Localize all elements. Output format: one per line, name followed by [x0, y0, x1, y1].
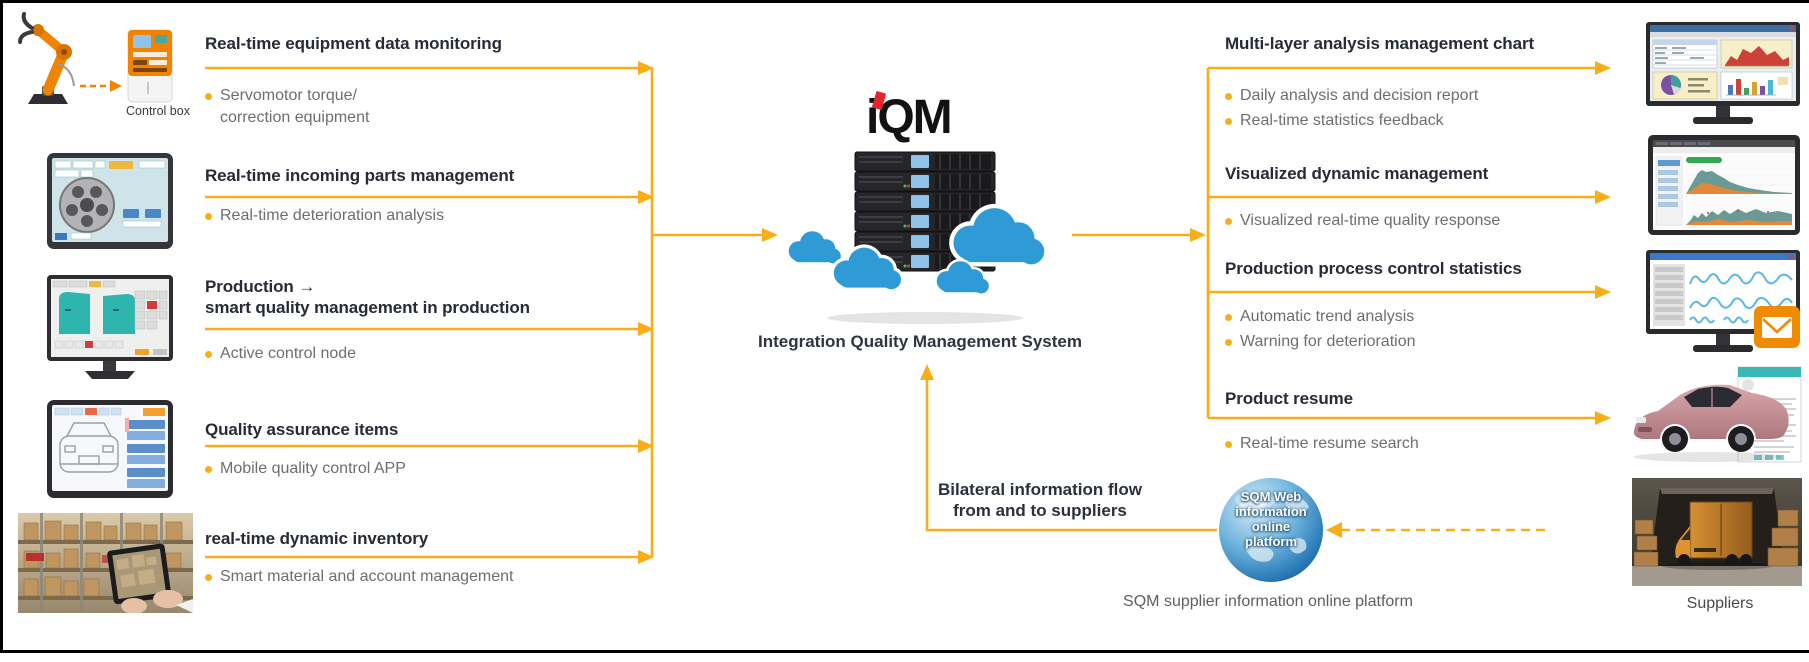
- bullet-dot-icon: [1225, 339, 1232, 346]
- warehouse-photo-image: [18, 513, 193, 613]
- page-border-left: [0, 0, 3, 653]
- left-item-title-5: real-time dynamic inventory: [205, 529, 429, 548]
- bullet-text: Visualized real-time quality response: [1240, 212, 1501, 229]
- door-inspection-monitor-image: [47, 275, 173, 387]
- arrowhead: [1595, 190, 1611, 204]
- bullet-text: Real-time resume search: [1240, 435, 1419, 452]
- left-item-title-2: Real-time incoming parts management: [205, 166, 515, 185]
- right-item-bullet: Warning for deterioration: [1225, 331, 1595, 353]
- bullet-text: Active control node: [220, 345, 357, 362]
- bullet-text: Smart material and account management: [220, 568, 514, 585]
- iqm-system-caption: Integration Quality Management System: [757, 332, 1082, 351]
- bullet-dot-icon: [1225, 441, 1232, 448]
- bilateral-path: [925, 378, 1217, 532]
- bullet-text: Daily analysis and decision report: [1240, 87, 1479, 104]
- bullet-text: Real-time statistics feedback: [1240, 112, 1444, 129]
- arrowhead-up: [920, 364, 934, 380]
- bullet-text: Mobile quality control APP: [220, 460, 406, 477]
- arrowhead: [638, 550, 654, 564]
- sqm-platform-caption: SQM supplier information online platform: [1123, 593, 1413, 610]
- arrowhead: [638, 190, 654, 204]
- right-item-title-2: Visualized dynamic management: [1225, 164, 1489, 183]
- bullet-text: Warning for deterioration: [1240, 333, 1416, 350]
- page-border-top: [0, 0, 1809, 3]
- dynamic-trend-monitor-image: [1648, 135, 1800, 235]
- arrowhead: [1595, 285, 1611, 299]
- suppliers-truck-image: [1632, 478, 1802, 586]
- arrowhead: [638, 61, 654, 75]
- left-item-bullet: Mobile quality control APP: [205, 458, 545, 480]
- arrowhead-left: [1326, 522, 1342, 538]
- bullet-text: Real-time deterioration analysis: [220, 207, 445, 224]
- right-item-bullet: Visualized real-time quality response: [1225, 210, 1595, 232]
- bullet-dot-icon: [1225, 218, 1232, 225]
- car-illustration: [1633, 384, 1789, 452]
- cloud-icon: [786, 203, 1049, 296]
- left-item-bullet: Servomotor torque/ correction equipment: [205, 85, 545, 129]
- bullet-dot-icon: [205, 351, 212, 358]
- control-box-caption: Control box: [126, 104, 190, 118]
- car-with-resume-image: [1628, 365, 1803, 467]
- right-item-title-4: Product resume: [1225, 389, 1354, 408]
- right-item-bullet: Real-time statistics feedback: [1225, 110, 1595, 132]
- analysis-dashboard-monitor-image: [1646, 22, 1800, 132]
- cloud-server-image: [783, 148, 1068, 326]
- vehicle-check-tablet-image: [47, 400, 173, 498]
- right-item-bullet: Automatic trend analysis: [1225, 306, 1595, 328]
- bilateral-flow-label: Bilateral information flow from and to s…: [937, 480, 1143, 520]
- bullet-dot-icon: [205, 93, 212, 100]
- left-item-title-1: Real-time equipment data monitoring: [205, 34, 502, 53]
- robot-and-control-box-image: [18, 12, 193, 108]
- page-border-bottom: [0, 650, 1809, 653]
- left-item-bullet: Real-time deterioration analysis: [205, 205, 545, 227]
- arrowhead: [1595, 61, 1611, 75]
- bullet-text: Automatic trend analysis: [1240, 308, 1415, 325]
- arrowhead: [1190, 228, 1206, 242]
- arrowhead: [638, 322, 654, 336]
- sqm-globe-label: SQM Web information online platform: [1235, 489, 1307, 549]
- left-item-title-4: Quality assurance items: [205, 420, 399, 439]
- bullet-dot-icon: [1225, 314, 1232, 321]
- left-item-bullet: Active control node: [205, 343, 545, 365]
- left-item-title-3: Production → smart quality management in…: [205, 277, 530, 317]
- email-icon: [1754, 306, 1800, 348]
- bullet-text: Servomotor torque/ correction equipment: [220, 87, 370, 126]
- robot-arm-illustration: [18, 12, 173, 104]
- suppliers-caption: Suppliers: [1686, 595, 1754, 612]
- right-item-bullet: Daily analysis and decision report: [1225, 85, 1595, 107]
- right-item-bullet: Real-time resume search: [1225, 433, 1595, 455]
- bullet-dot-icon: [205, 466, 212, 473]
- bullet-dot-icon: [205, 213, 212, 220]
- bullet-dot-icon: [205, 574, 212, 581]
- arrowhead: [638, 439, 654, 453]
- right-item-title-1: Multi-layer analysis management chart: [1225, 34, 1535, 53]
- arrowhead: [1595, 411, 1611, 425]
- right-item-title-3: Production process control statistics: [1225, 259, 1522, 278]
- wheel-inspection-tablet-image: [47, 153, 173, 249]
- bullet-dot-icon: [1225, 93, 1232, 100]
- sqm-globe-icon: [1217, 476, 1325, 584]
- bullet-dot-icon: [1225, 118, 1232, 125]
- arrowhead: [762, 228, 778, 242]
- left-item-bullet: Smart material and account management: [205, 566, 565, 588]
